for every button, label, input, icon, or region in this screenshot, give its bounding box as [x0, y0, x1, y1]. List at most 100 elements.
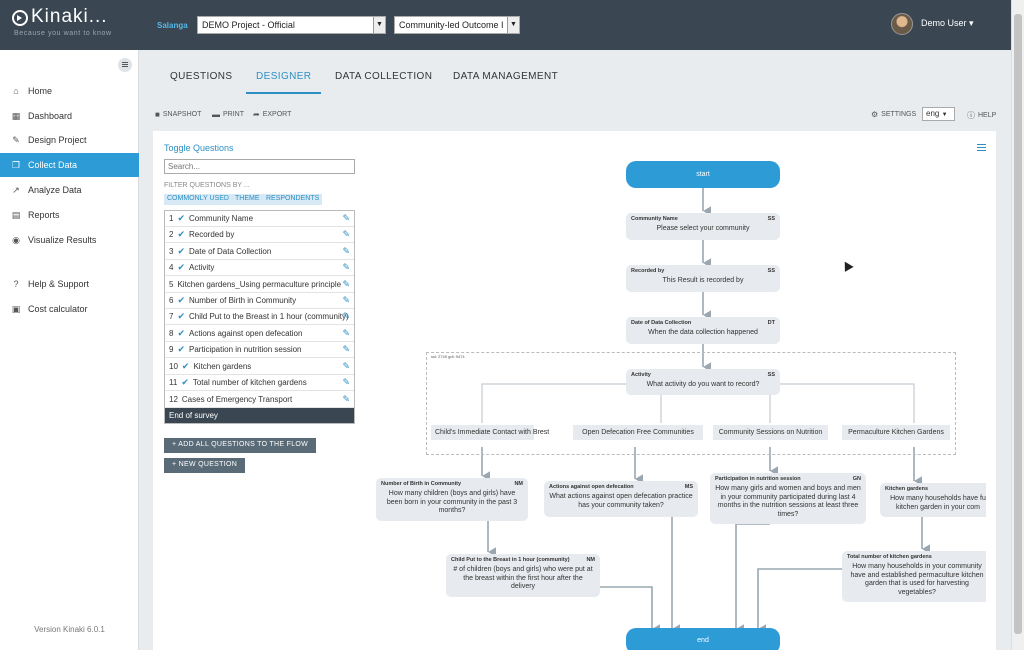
question-label: Actions against open defecation — [189, 329, 303, 338]
outcome-select[interactable]: Community-led Outcome I ▼ — [394, 16, 520, 34]
search-input[interactable] — [164, 159, 355, 174]
list-item[interactable]: 11✔Total number of kitchen gardens✎ — [165, 375, 354, 391]
check-icon: ✔ — [181, 361, 190, 371]
list-item[interactable]: 9✔Participation in nutrition session✎ — [165, 342, 354, 358]
snapshot-label: SNAPSHOT — [162, 111, 202, 118]
list-item[interactable]: 6✔Number of Birth in Community✎ — [165, 293, 354, 309]
avatar[interactable] — [891, 13, 913, 35]
camera-icon: ■ — [155, 110, 160, 119]
node-code: SS — [767, 268, 775, 274]
edit-icon[interactable]: ✎ — [342, 246, 350, 256]
language-select[interactable]: eng ▼ — [922, 107, 955, 121]
filter-chip-theme[interactable]: THEME — [232, 194, 263, 205]
flow-node-kitchen-gardens[interactable]: Kitchen gardens How many households have… — [880, 483, 986, 517]
export-button[interactable]: ➦EXPORT — [253, 110, 291, 119]
branch-open-defecation-free[interactable]: Open Defecation Free Communities — [573, 425, 703, 440]
edit-icon[interactable]: ✎ — [342, 213, 350, 223]
branch-childs-immediate-contact[interactable]: Child's Immediate Contact with Brest — [431, 425, 549, 440]
node-title: Participation in nutrition session — [715, 476, 801, 482]
edit-icon[interactable]: ✎ — [342, 262, 350, 272]
edit-icon[interactable]: ✎ — [342, 328, 350, 338]
edit-icon[interactable]: ✎ — [342, 344, 350, 354]
snapshot-button[interactable]: ■SNAPSHOT — [155, 110, 201, 119]
node-code: NM — [514, 481, 523, 487]
branch-community-sessions-nutrition[interactable]: Community Sessions on Nutrition — [713, 425, 828, 440]
edit-icon[interactable]: ✎ — [342, 229, 350, 239]
question-number: 11 — [169, 378, 178, 387]
tab-data-management[interactable]: DATA MANAGEMENT — [453, 71, 559, 82]
list-item[interactable]: 4✔Activity✎ — [165, 260, 354, 276]
sidebar-item-dashboard[interactable]: ▦Dashboard — [0, 104, 139, 128]
print-button[interactable]: ▬PRINT — [212, 110, 244, 119]
logo[interactable]: Kinaki... Because you want to know — [0, 0, 139, 50]
tab-designer[interactable]: DESIGNER — [246, 71, 322, 94]
project-select[interactable]: DEMO Project - Official ▼ — [197, 16, 386, 34]
sidebar-item-reports[interactable]: ▤Reports — [0, 203, 139, 227]
sidebar-item-analyze-data[interactable]: ↗Analyze Data — [0, 178, 139, 202]
question-circle-icon: ⓘ — [967, 111, 975, 120]
node-title: Activity — [631, 372, 651, 378]
collect-icon: ❐ — [11, 159, 21, 170]
list-item[interactable]: 1✔Community Name✎ — [165, 211, 354, 227]
menu-toggle-icon[interactable] — [118, 58, 132, 72]
tab-questions[interactable]: QUESTIONS — [170, 71, 233, 82]
organization-name[interactable]: Salanga — [157, 21, 188, 30]
node-code: DT — [767, 320, 775, 326]
list-item[interactable]: 7✔Child Put to the Breast in 1 hour (com… — [165, 309, 354, 325]
help-icon: ? — [13, 279, 19, 289]
flow-start-node[interactable]: start — [626, 161, 780, 188]
question-number: 10 — [169, 362, 178, 371]
flow-node-child-put-to-breast[interactable]: Child Put to the Breast in 1 hour (commu… — [446, 554, 600, 597]
question-number: 7 — [169, 312, 174, 321]
sidebar-item-visualize-results[interactable]: ◉Visualize Results — [0, 228, 139, 252]
sidebar-item-help-support[interactable]: ?Help & Support — [0, 272, 139, 296]
node-text: How many households in your community ha… — [850, 562, 984, 597]
node-text: How many children (boys and girls) have … — [386, 489, 518, 515]
sidebar-item-design-project[interactable]: ✎Design Project — [0, 128, 139, 152]
toggle-questions-link[interactable]: Toggle Questions — [164, 143, 234, 153]
edit-icon[interactable]: ✎ — [342, 311, 350, 321]
settings-button[interactable]: ⚙SETTINGS — [871, 110, 916, 119]
list-item[interactable]: 8✔Actions against open defecation✎ — [165, 326, 354, 342]
flow-node-total-kitchen-gardens[interactable]: Total number of kitchen gardens How many… — [842, 551, 986, 602]
edit-icon[interactable]: ✎ — [342, 394, 350, 404]
node-code: GN — [852, 476, 861, 482]
filter-chip-respondents[interactable]: RESPONDENTS — [263, 194, 323, 205]
edit-icon[interactable]: ✎ — [342, 377, 350, 387]
question-number: 12 — [169, 395, 178, 404]
sidebar-item-home[interactable]: ⌂Home — [0, 79, 139, 103]
sidebar-item-label: Dashboard — [28, 111, 73, 121]
new-question-button[interactable]: + NEW QUESTION — [164, 458, 246, 473]
add-all-questions-button[interactable]: + ADD ALL QUESTIONS TO THE FLOW — [164, 438, 317, 453]
list-icon[interactable] — [977, 144, 986, 152]
end-of-survey-row: End of survey — [165, 408, 354, 423]
tab-data-collection[interactable]: DATA COLLECTION — [335, 71, 433, 82]
filter-chip-commonly-used[interactable]: COMMONLY USED — [164, 194, 232, 205]
edit-icon[interactable]: ✎ — [342, 361, 350, 371]
page-scrollbar[interactable] — [1011, 0, 1024, 650]
scrollbar-thumb[interactable] — [1014, 14, 1022, 634]
sidebar-item-cost-calculator[interactable]: ▣Cost calculator — [0, 297, 139, 321]
print-label: PRINT — [223, 111, 244, 118]
list-item[interactable]: 2✔Recorded by✎ — [165, 227, 354, 243]
edit-icon[interactable]: ✎ — [342, 279, 350, 289]
list-item[interactable]: 3✔Date of Data Collection✎ — [165, 244, 354, 260]
edit-icon[interactable]: ✎ — [342, 295, 350, 305]
user-menu[interactable]: Demo User ▾ — [921, 18, 974, 28]
branch-permaculture-kitchen-gardens[interactable]: Permaculture Kitchen Gardens — [842, 425, 950, 440]
flow-end-node[interactable]: end — [626, 628, 780, 650]
list-item[interactable]: 10✔Kitchen gardens✎ — [165, 359, 354, 375]
sidebar-item-collect-data[interactable]: ❐Collect Data — [0, 153, 139, 177]
check-icon: ✔ — [177, 229, 185, 239]
